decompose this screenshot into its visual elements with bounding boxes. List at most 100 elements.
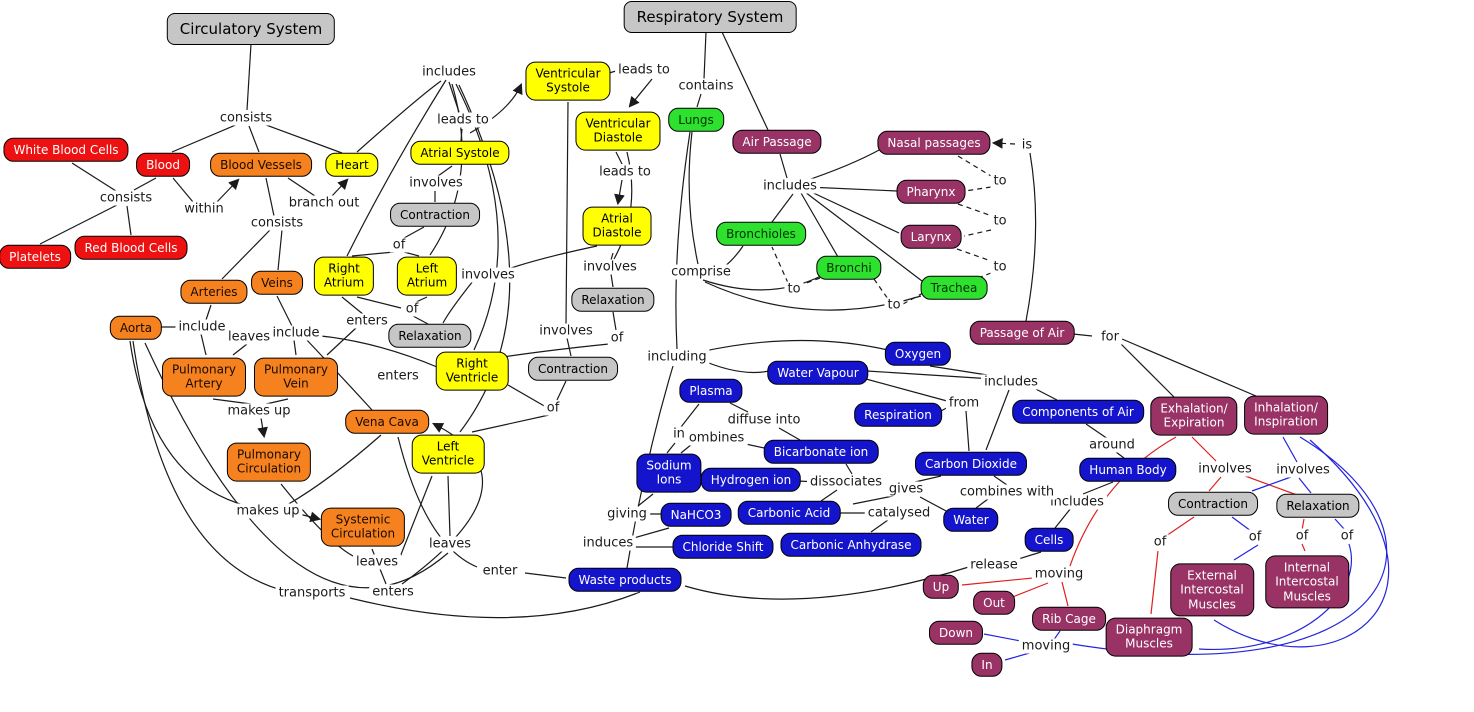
node-relaxation-3[interactable]: Relaxation [1276, 493, 1360, 519]
edge-label-include[interactable]: include [175, 319, 229, 335]
edge-label-consists[interactable]: consists [216, 110, 276, 126]
edge-label-involves[interactable]: involves [536, 323, 596, 339]
edge-label-consists[interactable]: consists [247, 215, 307, 231]
node-inhalation-inspiration[interactable]: Inhalation/ Inspiration [1244, 395, 1328, 435]
node-systemic-circulation[interactable]: Systemic Circulation [320, 507, 406, 547]
node-hydrogen-ion[interactable]: Hydrogen ion [700, 467, 802, 493]
edge-label-makes-up[interactable]: makes up [224, 403, 294, 419]
edge-label-involves[interactable]: involves [1273, 462, 1333, 478]
edge-label-including[interactable]: including [644, 349, 710, 365]
node-bronchioles[interactable]: Bronchioles [716, 221, 806, 247]
edge-label-from[interactable]: from [945, 395, 983, 411]
node-blood[interactable]: Blood [136, 152, 190, 178]
edge-label-enter[interactable]: enter [479, 563, 521, 579]
node-white-blood-cells[interactable]: White Blood Cells [3, 137, 129, 163]
node-atrial-diastole[interactable]: Atrial Diastole [582, 206, 652, 246]
node-red-blood-cells[interactable]: Red Blood Cells [74, 235, 188, 261]
node-contraction-1[interactable]: Contraction [390, 202, 480, 228]
edge-label-diffuse-into[interactable]: diffuse into [724, 412, 804, 428]
node-carbonic-anhydrase[interactable]: Carbonic Anhydrase [780, 532, 922, 558]
node-bronchi[interactable]: Bronchi [816, 255, 882, 281]
edge-label-giving[interactable]: giving [604, 506, 650, 522]
edge-label-to[interactable]: to [990, 173, 1010, 189]
node-platelets[interactable]: Platelets [0, 244, 71, 270]
node-larynx[interactable]: Larynx [900, 224, 962, 250]
node-water[interactable]: Water [943, 507, 999, 533]
edge-label-gives[interactable]: gives [885, 481, 927, 497]
edge-label-induces[interactable]: induces [579, 535, 637, 551]
edge-label-leaves[interactable]: leaves [352, 554, 402, 570]
node-contraction-2[interactable]: Contraction [528, 356, 618, 382]
edge-label-of[interactable]: of [607, 330, 627, 346]
edge-label-enters[interactable]: enters [374, 368, 422, 384]
node-rib-cage[interactable]: Rib Cage [1032, 606, 1106, 632]
node-pharynx[interactable]: Pharynx [896, 179, 966, 205]
node-pulmonary-vein[interactable]: Pulmonary Vein [254, 357, 338, 397]
edge-label-of[interactable]: of [1337, 528, 1357, 544]
node-trachea[interactable]: Trachea [920, 275, 988, 301]
edge-label-around[interactable]: around [1086, 437, 1138, 453]
edge-label-leaves[interactable]: leaves [425, 536, 475, 552]
node-down[interactable]: Down [928, 620, 984, 646]
node-components-of-air[interactable]: Components of Air [1012, 399, 1144, 425]
edge-label-catalysed[interactable]: catalysed [864, 505, 934, 521]
node-ventricular-diastole[interactable]: Ventricular Diastole [575, 111, 661, 151]
node-pulmonary-circulation[interactable]: Pulmonary Circulation [226, 442, 312, 482]
edge-label-of[interactable]: of [389, 237, 409, 253]
edge-label-to[interactable]: to [990, 213, 1010, 229]
edge-label-leads-to[interactable]: leads to [434, 112, 492, 128]
edge-label-involves[interactable]: involves [458, 267, 518, 283]
node-arteries[interactable]: Arteries [180, 279, 248, 305]
edge-label-of[interactable]: of [402, 301, 422, 317]
edge-label-combines[interactable]: combines [678, 430, 748, 446]
edge-label-combines-with[interactable]: combines with [956, 484, 1058, 500]
node-passage-of-air[interactable]: Passage of Air [969, 320, 1075, 346]
node-heart[interactable]: Heart [325, 152, 379, 178]
edge-label-makes-up[interactable]: makes up [233, 503, 303, 519]
node-exhalation-expiration[interactable]: Exhalation/ Expiration [1150, 396, 1238, 436]
edge-label-of[interactable]: of [1245, 529, 1265, 545]
node-contraction-3[interactable]: Contraction [1168, 491, 1258, 517]
edge-label-dissociates[interactable]: dissociates [807, 474, 885, 490]
node-pulmonary-artery[interactable]: Pulmonary Artery [162, 357, 246, 397]
edge-label-transports[interactable]: transports [275, 585, 349, 601]
node-respiratory-system[interactable]: Respiratory System [623, 1, 797, 33]
edge-label-enters[interactable]: enters [369, 584, 417, 600]
node-nahco3[interactable]: NaHCO3 [660, 502, 732, 528]
node-cells[interactable]: Cells [1024, 527, 1074, 553]
edge-label-to[interactable]: to [884, 297, 904, 313]
node-out[interactable]: Out [973, 590, 1015, 616]
node-circulatory-system[interactable]: Circulatory System [166, 13, 336, 45]
edge-label-of[interactable]: of [1150, 534, 1170, 550]
node-carbonic-acid[interactable]: Carbonic Acid [737, 500, 841, 526]
node-left-ventricle[interactable]: Left Ventricle [411, 434, 485, 474]
node-water-vapour[interactable]: Water Vapour [767, 360, 869, 386]
node-relaxation-2[interactable]: Relaxation [571, 287, 655, 313]
node-external-intercostal-muscles[interactable]: External Intercostal Muscles [1170, 563, 1254, 617]
edge-label-within[interactable]: within [181, 201, 227, 217]
edge-label-of[interactable]: of [1292, 528, 1312, 544]
edge-label-contains[interactable]: contains [675, 78, 737, 94]
edge-label-include[interactable]: include [269, 325, 323, 341]
edge-label-is[interactable]: is [1018, 137, 1036, 153]
edge-label-enters[interactable]: enters [343, 313, 391, 329]
node-blood-vessels[interactable]: Blood Vessels [210, 152, 312, 178]
node-right-ventricle[interactable]: Right Ventricle [435, 351, 509, 391]
node-respiration[interactable]: Respiration [854, 402, 942, 428]
edge-label-leads-to[interactable]: leads to [615, 62, 673, 78]
edge-label-leads-to[interactable]: leads to [596, 164, 654, 180]
node-human-body[interactable]: Human Body [1079, 457, 1177, 483]
edge-label-to[interactable]: to [990, 259, 1010, 275]
node-vena-cava[interactable]: Vena Cava [345, 409, 429, 435]
node-aorta[interactable]: Aorta [109, 315, 163, 341]
edge-label-leaves[interactable]: leaves [224, 329, 274, 345]
node-veins[interactable]: Veins [251, 270, 303, 296]
node-up[interactable]: Up [922, 574, 960, 600]
edge-label-release[interactable]: release [967, 557, 1021, 573]
node-plasma[interactable]: Plasma [679, 378, 743, 404]
edge-label-comprise[interactable]: comprise [668, 264, 734, 280]
edge-label-involves[interactable]: involves [1195, 461, 1255, 477]
node-bicarbonate-ion[interactable]: Bicarbonate ion [763, 439, 879, 465]
node-internal-intercostal-muscles[interactable]: Internal Intercostal Muscles [1265, 555, 1349, 609]
edge-label-branch-out[interactable]: branch out [285, 195, 363, 211]
